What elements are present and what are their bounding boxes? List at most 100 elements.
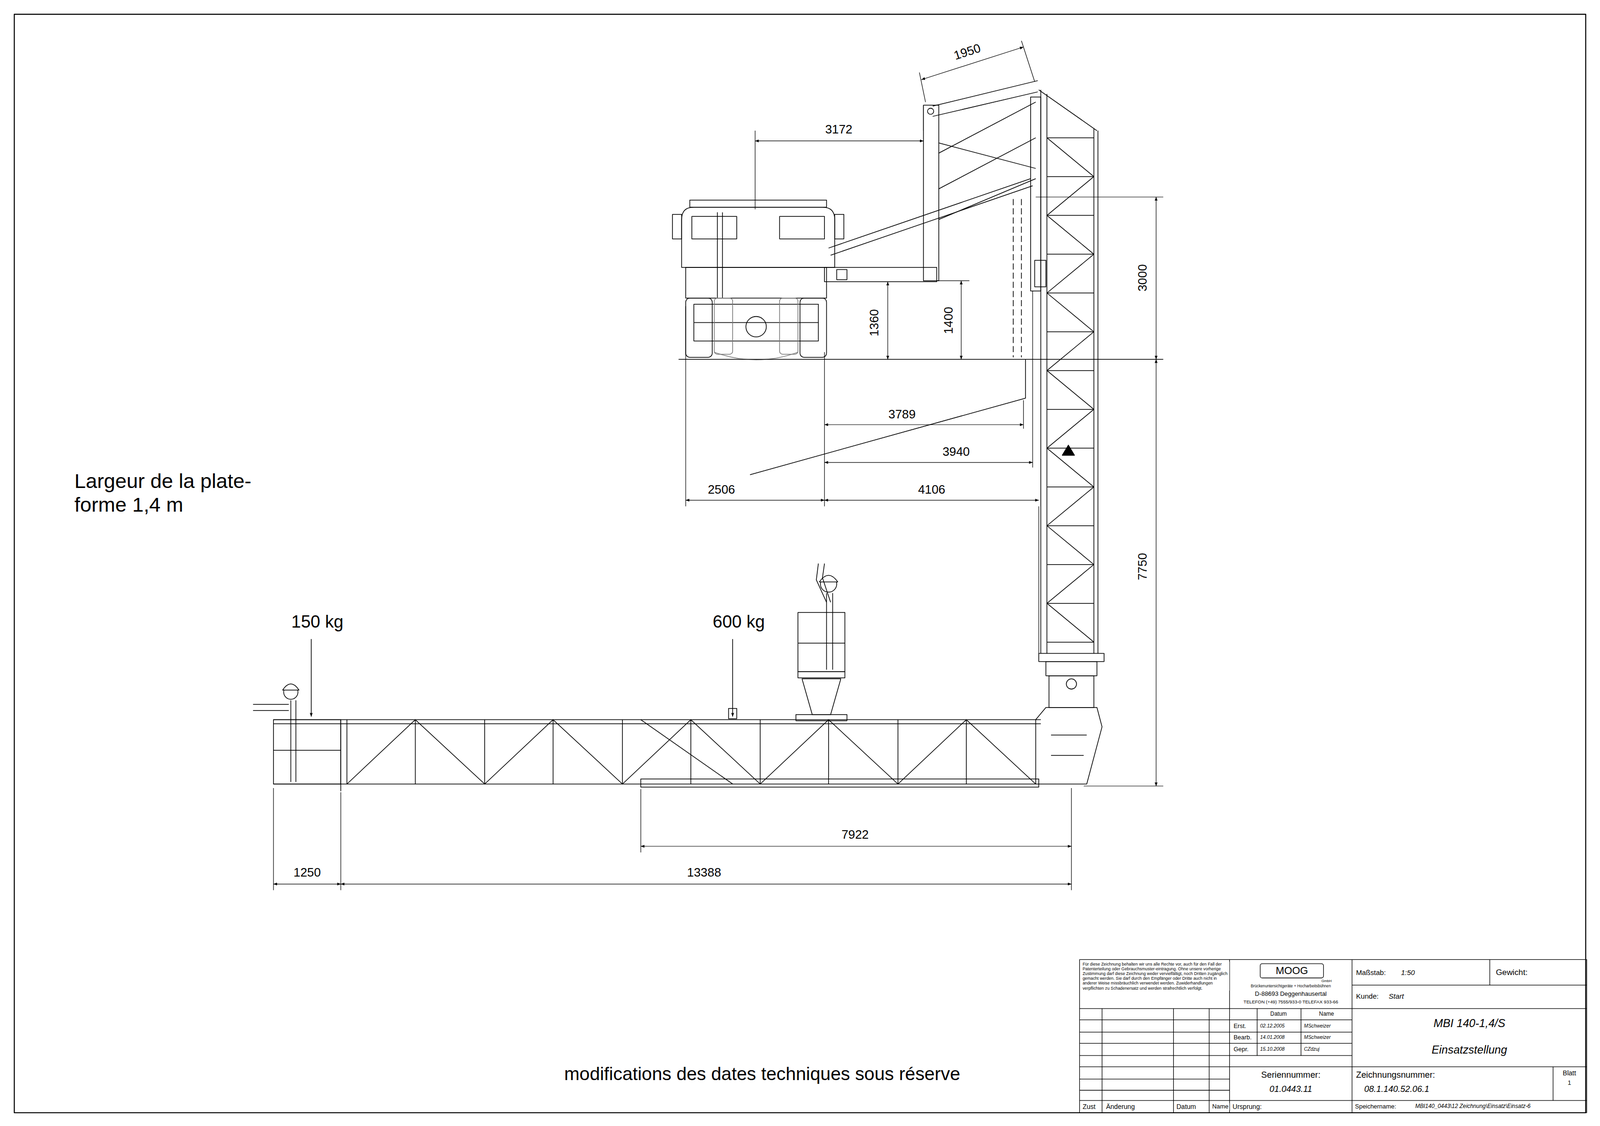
dimension-value: 1360 [867, 308, 882, 338]
platform-truss [273, 707, 1103, 792]
truck-rear-view-part [689, 200, 827, 208]
dimension-lines-part [824, 424, 1024, 425]
basket-and-worker-part [797, 642, 845, 644]
tower-lattice-part [1046, 93, 1048, 654]
worker-left-part [290, 700, 292, 783]
dimension-lines-part [755, 140, 924, 142]
tower-lattice-part [1046, 137, 1094, 642]
dimension-value: 7750 [1135, 551, 1150, 582]
title-block-cell: MBI140_0443\12 Zeichnung\Einsatz\Einsatz… [1414, 1103, 1532, 1110]
road-and-bridge-part [678, 358, 1164, 360]
dimension-lines-part [273, 883, 341, 884]
load-arrows-part [732, 638, 734, 717]
dimension-lines-part [1083, 785, 1164, 787]
platform-truss-part [273, 719, 341, 785]
dimension-value: 1950 [951, 40, 984, 63]
platform-truss-part [640, 719, 733, 785]
truck-rear-view-part [685, 298, 713, 358]
title-block-grid-part [1079, 1019, 1587, 1101]
tower-lattice-part [1040, 89, 1042, 654]
truck-rear-view-part [691, 216, 737, 239]
truck-rear-view-part [779, 216, 825, 239]
dimension-lines-part [923, 105, 924, 131]
title-block-grid-part [1102, 1008, 1554, 1113]
title-block-cell: Kunde: [1355, 991, 1380, 1000]
tower-lattice-part [1038, 89, 1097, 131]
road-and-bridge-part [1012, 199, 1014, 358]
company-address: D-88693 Deggenhausertal [1254, 990, 1328, 998]
dimension-lines-part [685, 306, 686, 507]
road-and-bridge [678, 199, 1164, 475]
arm-and-column [824, 80, 1046, 291]
arm-and-column-part [836, 269, 848, 280]
platform-truss-part [346, 719, 1036, 785]
title-block-grid-part [1352, 984, 1587, 986]
platform-truss-part [346, 719, 1036, 785]
company-form: GmbH [1320, 978, 1333, 983]
title-block-cell: Gewicht: [1494, 968, 1529, 978]
dimension-lines-part [1155, 359, 1157, 787]
dimension-lines-part [1155, 196, 1157, 360]
truck-rear-view-part [745, 316, 767, 337]
sheet-frame-part [14, 14, 1586, 1113]
basket-and-worker-part [797, 612, 845, 672]
dimension-value: 3172 [824, 122, 854, 137]
basket-and-worker-part [795, 714, 848, 721]
title-block-cell: CZdzuj [1303, 1046, 1321, 1052]
worker-left-part [295, 700, 297, 783]
tower-lattice-part [1038, 653, 1105, 662]
dimension-lines-part [919, 72, 926, 103]
truck-rear-view-part [672, 214, 682, 239]
title-block-cell: Seriennummer: [1260, 1069, 1322, 1080]
arm-and-column-part [830, 185, 1033, 256]
platform-truss-part [273, 719, 1042, 721]
arm-and-column-part [1034, 260, 1046, 287]
dimension-lines-part [273, 787, 274, 891]
worker-left-part [253, 709, 289, 711]
title-block-cell: 02.12.2005 [1259, 1023, 1286, 1029]
title-block-cell: Maßstab: [1355, 968, 1388, 977]
drawing-subtitle: Einsatzstellung [1430, 1043, 1508, 1057]
road-and-bridge-part [1021, 199, 1023, 358]
tower-lattice [1038, 89, 1105, 708]
dimension-value: 1400 [941, 305, 956, 336]
dimension-value: 1250 [292, 865, 322, 880]
title-block-grid-part [1351, 959, 1353, 1113]
load-arrows-part [310, 638, 312, 717]
company-logo: MOOG [1274, 964, 1309, 977]
dimension-lines-part [887, 281, 888, 360]
truck-rear-view-part [722, 212, 724, 299]
platform-truss-part [1035, 707, 1103, 785]
dimension-lines-part [1038, 506, 1039, 654]
basket-and-worker-part [797, 671, 845, 678]
tower-lattice-part [1046, 137, 1094, 642]
truck-rear-view-part [779, 298, 798, 355]
basket-and-worker-part [832, 592, 834, 670]
truck-rear-view-part [716, 212, 718, 299]
arm-and-column-part [824, 267, 937, 282]
dimension-lines-part [1023, 399, 1024, 429]
title-block-cell: 15.10.2008 [1259, 1046, 1286, 1052]
tower-lattice-part [1066, 678, 1077, 690]
platform-truss-part [1051, 734, 1087, 736]
platform-truss-part [273, 723, 1042, 725]
dimension-lines-part [824, 461, 1033, 463]
arm-and-column-part [923, 105, 939, 281]
truck-rear-view-part [834, 214, 844, 239]
truck-rear-view [672, 200, 844, 361]
dimension-lines-part [1035, 196, 1164, 198]
dimension-lines-part [1021, 40, 1035, 82]
worker-left-part [253, 703, 289, 705]
truck-rear-view-part [685, 267, 827, 299]
dimension-lines-part [340, 792, 342, 891]
title-block-grid-part [1489, 959, 1490, 985]
title-block-grid [1079, 959, 1587, 1113]
title-block-cell: Name [1211, 1103, 1229, 1111]
title-block-cell: MSchweizer [1303, 1023, 1332, 1029]
dimension-lines-part [824, 499, 1039, 501]
basket-and-worker-part [822, 563, 831, 603]
dimension-value: 7922 [840, 827, 870, 842]
title-block-cell: Datum [1269, 1010, 1288, 1018]
arm-and-column-part [1030, 97, 1042, 292]
drawing-title: MBI 140-1,4/S [1432, 1017, 1507, 1031]
